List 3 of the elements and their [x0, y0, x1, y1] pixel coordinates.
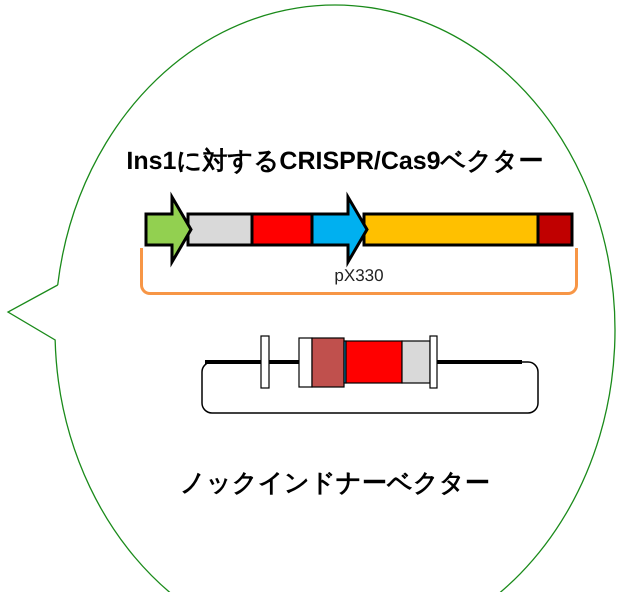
plasmid-name: pX330 [333, 266, 385, 286]
vector-caption: ノックインドナーベクター [180, 470, 490, 498]
vector-title: Ins1に対するCRISPR/Cas9ベクター [126, 148, 544, 176]
